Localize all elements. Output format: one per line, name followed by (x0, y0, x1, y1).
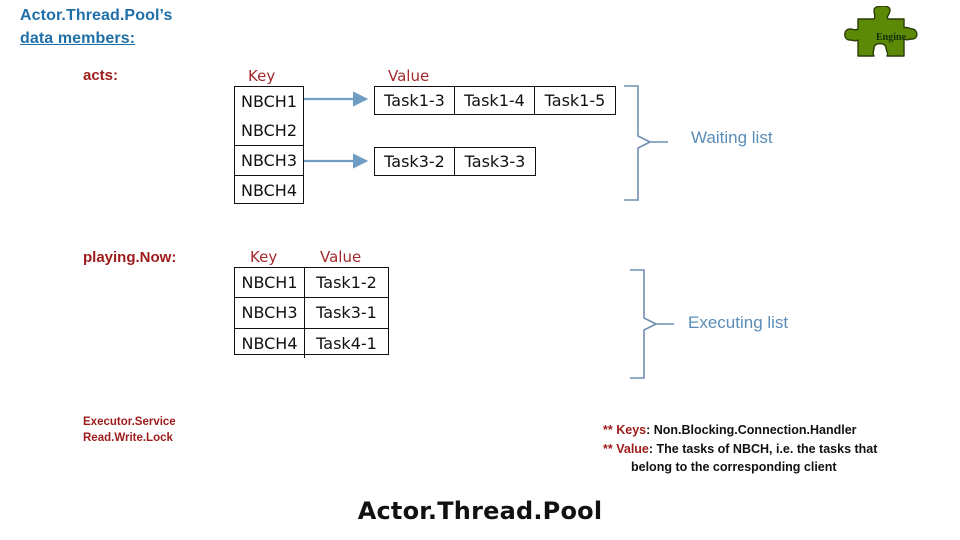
page-title-line1: Actor.Thread.Pool’s (20, 7, 173, 24)
acts-value-row: Task3-2 Task3-3 (374, 147, 536, 176)
acts-key-table: NBCH1 NBCH2 NBCH3 NBCH4 (234, 86, 304, 204)
executing-list-brace-icon (630, 269, 674, 379)
engine-puzzle-piece: Engine (838, 5, 944, 68)
puzzle-piece-icon (844, 5, 918, 57)
footnote-stars: ** (603, 423, 613, 437)
playing-now-value-cell: Task3-1 (316, 303, 377, 323)
table-row: NBCH4 Task4-1 (235, 328, 388, 358)
executing-list-label: Executing list (688, 313, 789, 332)
acts-task-cell: Task1-5 (544, 91, 606, 110)
acts-task-cell: Task3-2 (375, 148, 455, 175)
footnote-text-continued: belong to the corresponding client (631, 460, 837, 474)
footnotes: ** Keys: Non.Blocking.Connection.Handler… (603, 421, 960, 477)
arrow-nbch3-to-tasks-icon (304, 153, 369, 169)
locks-note: Executor.Service Read.Write.Lock (83, 415, 176, 446)
footnote-text: : Non.Blocking.Connection.Handler (646, 423, 857, 437)
acts-key-cell: NBCH3 (235, 146, 303, 176)
footnote-value: ** Value: The tasks of NBCH, i.e. the ta… (603, 440, 960, 459)
table-row: NBCH1 Task1-2 (235, 268, 388, 299)
playing-now-table: NBCH1 Task1-2 NBCH3 Task3-1 NBCH4 Task4-… (234, 267, 389, 358)
bottom-title: Actor.Thread.Pool (357, 497, 603, 525)
footnote-keyword: Value (616, 441, 649, 456)
footnote-keyword: Keys (616, 423, 647, 437)
arrow-nbch1-to-tasks-icon (304, 91, 369, 107)
playing-now-value-cell: Task4-1 (316, 333, 377, 353)
page-title-line2: data members: (20, 30, 136, 47)
acts-task-cell: Task1-4 (455, 87, 535, 114)
playing-now-label: playing.Now: (83, 249, 177, 266)
playing-now-key-cell: NBCH4 (235, 328, 305, 358)
acts-key-cell: NBCH2 (235, 117, 303, 146)
playing-now-key-header: Key (250, 248, 278, 266)
table-row: NBCH3 Task3-1 (235, 298, 388, 329)
acts-key-cell: NBCH1 (240, 92, 298, 112)
locks-note-line2: Read.Write.Lock (83, 431, 173, 444)
acts-value-row: Task1-3 Task1-4 Task1-5 (374, 86, 616, 115)
acts-label: acts: (83, 67, 119, 84)
acts-key-cell: NBCH4 (240, 180, 298, 200)
page-title: Actor.Thread.Pool’s data members: (20, 4, 280, 50)
acts-task-cell: Task1-3 (375, 87, 455, 114)
playing-now-key-cell: NBCH3 (235, 298, 305, 328)
footnote-text: : The tasks of NBCH, i.e. the tasks that (648, 441, 878, 456)
locks-note-line1: Executor.Service (83, 416, 176, 428)
footnote-stars: ** (603, 441, 613, 456)
acts-task-cell: Task3-3 (464, 152, 526, 171)
playing-now-value-cell: Task1-2 (316, 273, 377, 293)
acts-value-header: Value (388, 67, 430, 85)
playing-now-value-header: Value (320, 248, 362, 266)
footnote-keys: ** Keys: Non.Blocking.Connection.Handler (603, 421, 960, 440)
waiting-list-label: Waiting list (691, 128, 773, 147)
playing-now-key-cell: NBCH1 (235, 268, 305, 298)
acts-key-header: Key (248, 67, 276, 85)
waiting-list-brace-icon (624, 85, 668, 201)
